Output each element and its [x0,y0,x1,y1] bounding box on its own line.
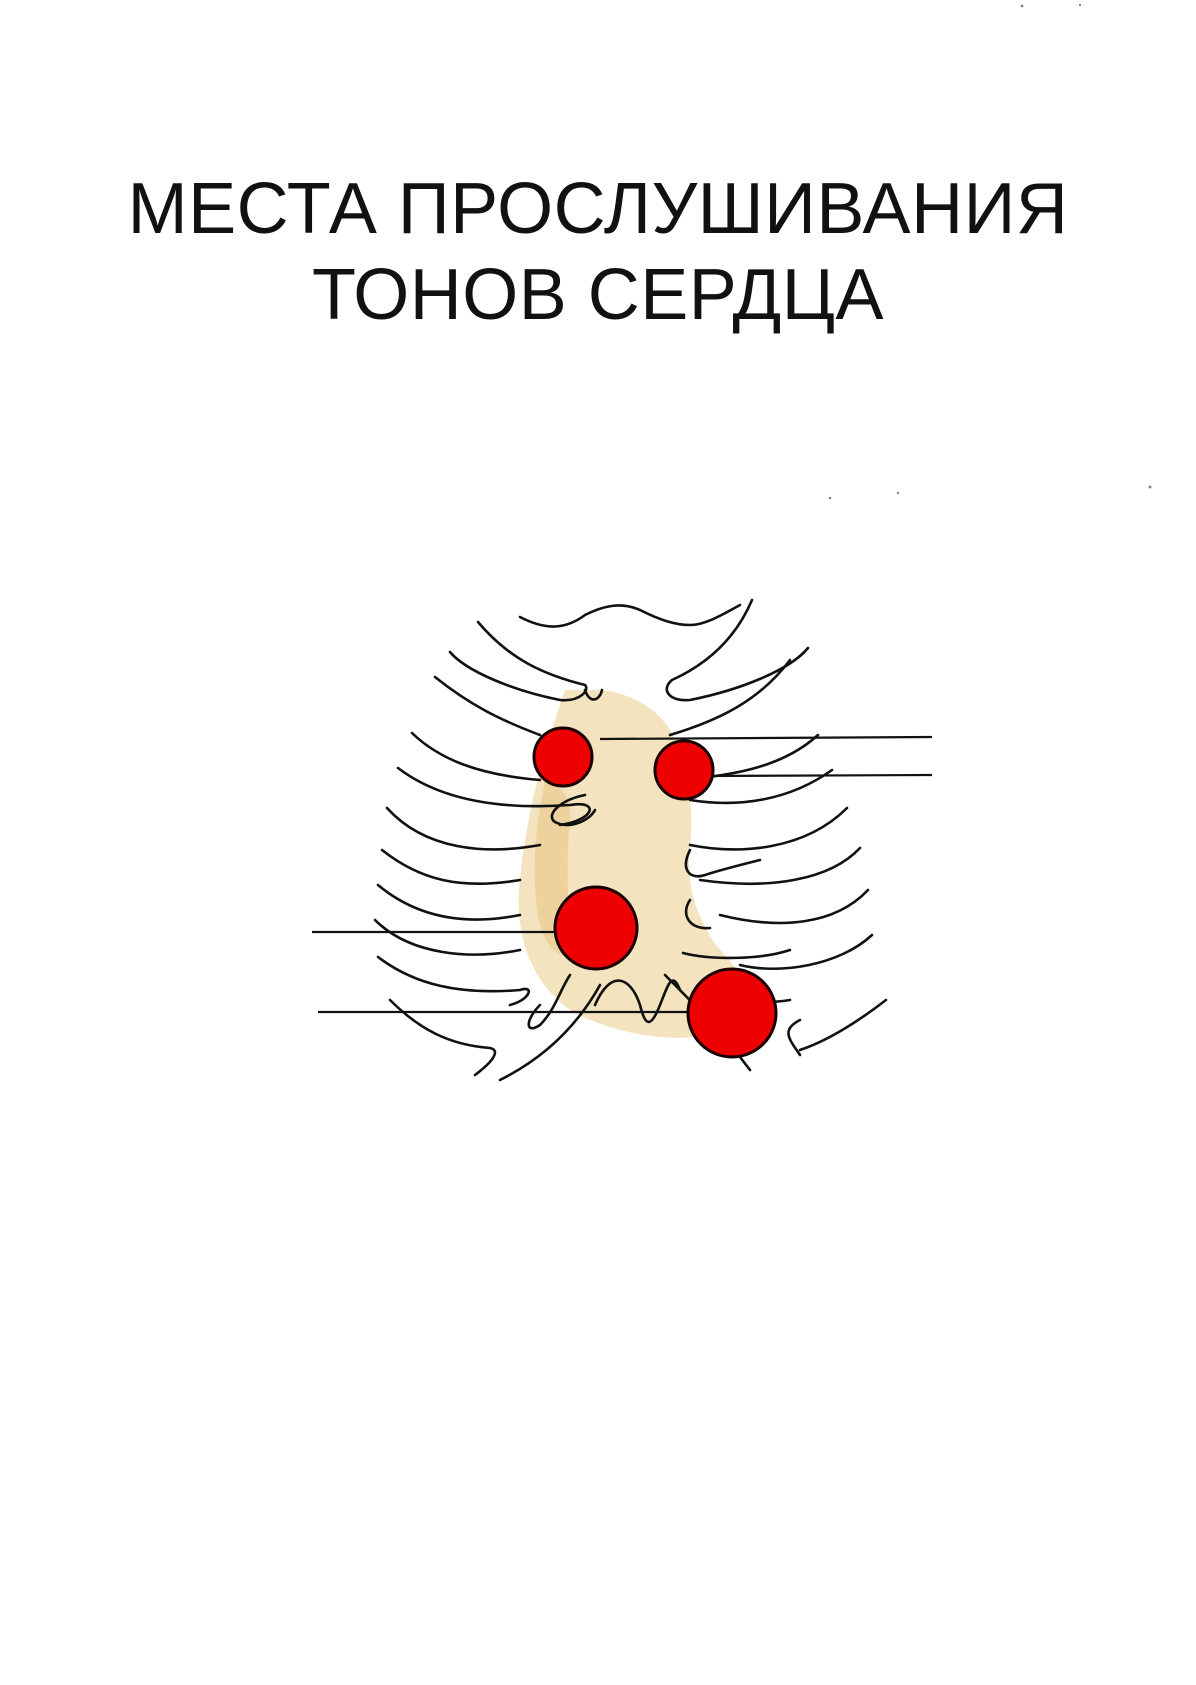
rib-left-10 [388,998,497,1077]
pulmonary-point [653,739,715,801]
rib-right-9 [798,998,888,1052]
sternum-left-edge [583,688,604,701]
auscultation-points [532,726,778,1059]
rib-left-11 [527,973,572,1030]
rib-right-5 [688,806,849,851]
jugular-notch [518,603,742,628]
ref-line-top-1 [599,735,933,741]
rib-right-8 [738,933,874,971]
rib-left-7 [376,883,522,921]
rib-left-6 [380,848,522,886]
cartilage-loop-right [684,848,762,878]
rib-right-10 [787,1018,802,1057]
rib-right-4 [688,768,834,805]
rib-right-12 [681,948,792,960]
title-line-1: МЕСТА ПРОСЛУШИВАНИЯ [127,169,1069,250]
rib-left-1 [448,620,588,702]
page-title: МЕСТА ПРОСЛУШИВАНИЯ ТОНОВ СЕРДЦА [0,166,1196,338]
rib-left-5 [385,806,542,851]
cartilage-loop-left [550,793,597,827]
rib-right-1 [665,598,810,702]
tricuspid-point [553,885,639,971]
rib-left-3 [410,731,542,782]
rib-left-9 [376,955,531,1007]
xiphoid [593,979,682,1024]
rib-left-2 [433,675,542,737]
rib-left-12 [498,983,602,1082]
cartilage-loop-right-2 [684,898,712,930]
rib-right-7 [718,888,870,925]
aortic-point [532,726,594,788]
ref-line-top-2 [701,773,933,778]
rib-right-6 [698,846,862,885]
rib-right-2 [668,658,792,737]
rib-left-8 [373,918,522,956]
rib-left-4 [396,766,591,827]
title-line-2: ТОНОВ СЕРДЦА [311,255,885,336]
mitral-point [686,967,778,1059]
scan-specks [828,3,1152,500]
